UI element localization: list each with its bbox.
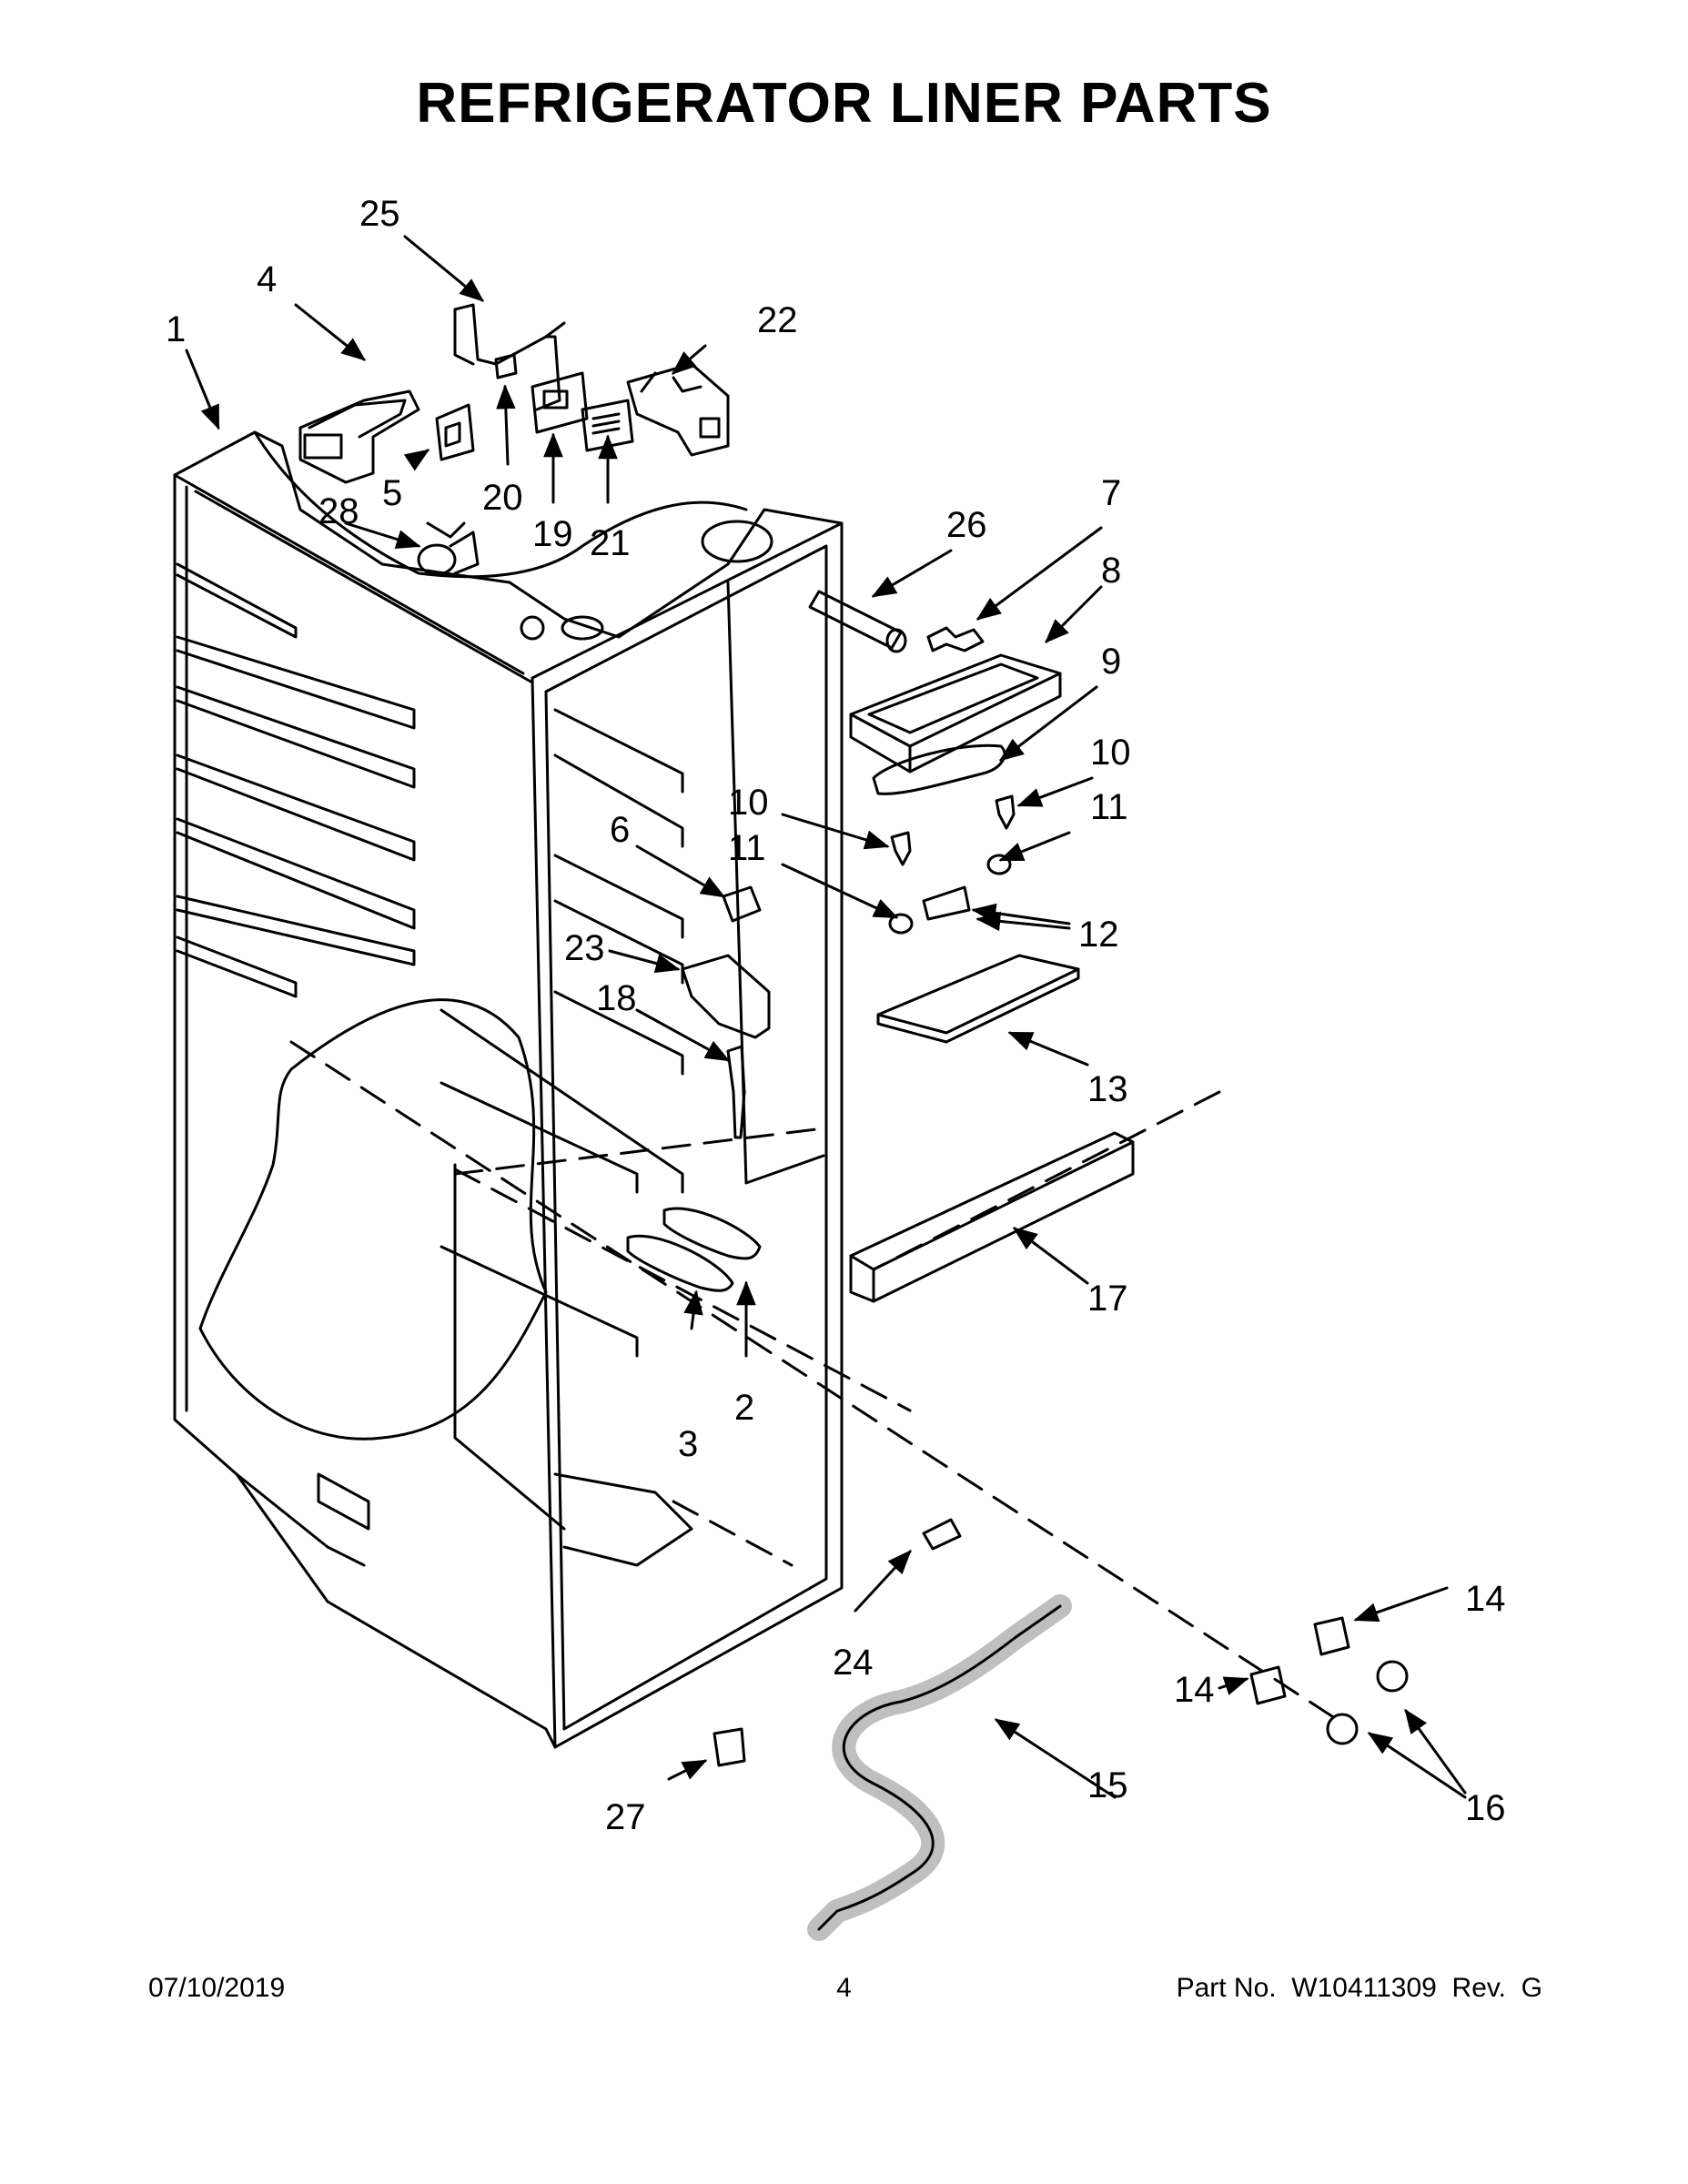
callout-25: 25 (359, 194, 400, 234)
part-16-screw-a (1376, 1660, 1409, 1693)
callout-5: 5 (382, 473, 402, 513)
callout-9: 9 (1101, 642, 1121, 682)
callout-18: 18 (596, 978, 637, 1018)
callout-16: 16 (1465, 1788, 1506, 1828)
part-10-screw-b (995, 794, 1016, 830)
callout-2: 2 (734, 1388, 754, 1428)
part-7-clip (926, 626, 985, 652)
part-11-bulb-a (888, 913, 914, 935)
part-26-filter (808, 590, 907, 653)
callout-20: 20 (482, 478, 523, 518)
callout-10-right: 10 (1090, 733, 1131, 773)
callout-24: 24 (833, 1643, 874, 1683)
callout-8: 8 (1101, 551, 1121, 591)
footer-date: 07/10/2019 (148, 1973, 286, 2003)
part-19-21-control (531, 371, 634, 452)
callout-12: 12 (1078, 915, 1119, 955)
part-14-grommet-a (1313, 1616, 1350, 1656)
part-4-housing (298, 389, 420, 484)
callout-19: 19 (532, 514, 573, 554)
part-27-cap (713, 1727, 746, 1767)
callout-23: 23 (564, 928, 605, 968)
callout-21: 21 (590, 523, 631, 563)
part-18-thermistor (726, 1045, 746, 1139)
part-6-switch (722, 885, 762, 923)
part-8-light-housing (849, 653, 1062, 774)
part-14-grommet-b (1249, 1665, 1287, 1705)
footer-part-number: Part No. W10411309 Rev. G (1176, 1973, 1542, 2003)
part-2-cover (662, 1207, 762, 1260)
callout-11-right: 11 (1090, 787, 1128, 827)
part-20-connector (494, 353, 518, 379)
part-13-shield (876, 954, 1080, 1044)
page-title: REFRIGERATOR LINER PARTS (416, 72, 1272, 135)
refrigerator-liner (173, 430, 844, 1749)
callout-15: 15 (1087, 1765, 1128, 1805)
part-9-light-cover (872, 743, 1006, 795)
callout-28: 28 (318, 491, 359, 531)
part-17-rail (849, 1131, 1135, 1303)
callout-10-left: 10 (728, 783, 769, 823)
callout-22: 22 (757, 300, 798, 340)
callout-1: 1 (166, 309, 186, 349)
part-25-duct (453, 303, 566, 411)
part-12-socket (922, 885, 971, 921)
callout-26: 26 (946, 505, 987, 545)
part-24-plug (922, 1518, 962, 1551)
callout-27: 27 (605, 1797, 646, 1837)
part-5-cover (435, 403, 475, 461)
callout-13: 13 (1087, 1069, 1128, 1109)
callout-14-upper: 14 (1465, 1579, 1506, 1619)
callout-14-lower: 14 (1174, 1670, 1215, 1710)
footer-page-number: 4 (836, 1973, 852, 2003)
callout-7: 7 (1101, 473, 1121, 513)
callout-6: 6 (610, 810, 630, 850)
callout-4: 4 (257, 259, 277, 299)
callout-17: 17 (1087, 1279, 1128, 1319)
part-10-screw-a (890, 831, 912, 866)
callout-3: 3 (678, 1424, 698, 1464)
part-16-screw-b (1326, 1713, 1359, 1745)
part-28-motor (417, 521, 480, 576)
part-23-housing (681, 954, 771, 1039)
part-22-bracket (626, 362, 730, 457)
part-3-cover (626, 1234, 734, 1292)
callout-11-left: 11 (728, 828, 766, 868)
